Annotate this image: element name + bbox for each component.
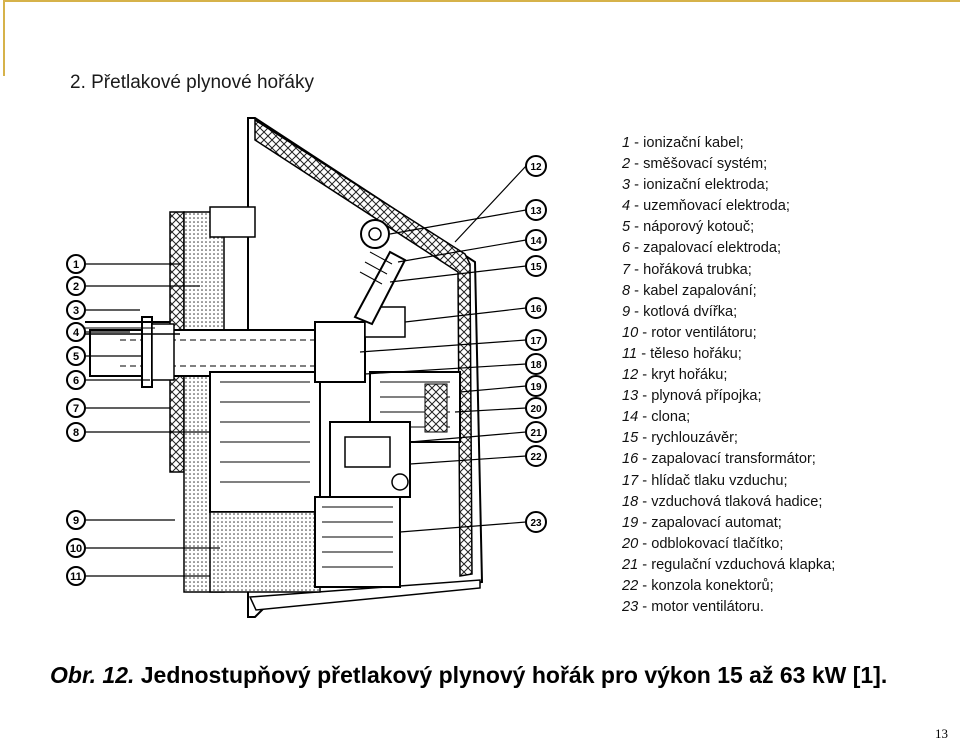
- callouts-left: 1 2 3 4 5 6 7 8 9 10 11: [66, 254, 220, 586]
- legend-item: 6 - zapalovací elektroda;: [622, 240, 782, 257]
- figure-caption-text: Jednostupňový přetlakový plynový hořák p…: [134, 662, 888, 688]
- legend-item: 11 - těleso hořáku;: [622, 345, 742, 362]
- callout-1: 1: [73, 259, 79, 271]
- callout-3: 3: [73, 305, 79, 317]
- legend-item: 16 - zapalovací transformátor;: [622, 451, 816, 468]
- callout-13: 13: [530, 206, 542, 217]
- callout-2: 2: [73, 281, 79, 293]
- legend-item: 15 - rychlouzávěr;: [622, 430, 738, 447]
- callout-12: 12: [530, 162, 542, 173]
- legend-item: 8 - kabel zapalování;: [622, 282, 757, 299]
- callout-4: 4: [73, 327, 80, 339]
- legend-item: 5 - náporový kotouč;: [622, 219, 755, 236]
- figure-number: Obr. 12.: [50, 662, 135, 688]
- callout-21: 21: [530, 428, 542, 439]
- callout-16: 16: [530, 304, 542, 315]
- legend-item: 7 - hořáková trubka;: [622, 261, 752, 278]
- callout-6: 6: [73, 375, 79, 387]
- callouts-right: 12 13 14 15 16 17 18 19 20 21 22 23: [359, 155, 547, 533]
- figure-caption: Obr. 12. Jednostupňový přetlakový plynov…: [50, 662, 887, 689]
- legend-item: 14 - clona;: [622, 409, 691, 426]
- legend-item: 20 - odblokovací tlačítko;: [622, 535, 784, 552]
- callout-17: 17: [530, 336, 542, 347]
- legend-item: 4 - uzemňovací elektroda;: [622, 198, 790, 215]
- legend-item: 13 - plynová přípojka;: [622, 388, 762, 405]
- callout-18: 18: [530, 360, 542, 371]
- legend-item: 23 - motor ventilátoru.: [622, 599, 764, 616]
- legend-item: 18 - vzduchová tlaková hadice;: [622, 493, 823, 510]
- callout-19: 19: [530, 382, 542, 393]
- burner-cross-section: 1 2 3 4 5 6 7 8 9 10 11 12 13 14 15 16 1…: [66, 117, 547, 618]
- callout-14: 14: [530, 236, 542, 247]
- legend-item: 19 - zapalovací automat;: [622, 514, 782, 531]
- slide-heading: 2. Přetlakové plynové hořáky: [70, 72, 314, 93]
- legend-item: 22 - konzola konektorů;: [622, 577, 774, 594]
- legend-item: 17 - hlídač tlaku vzduchu;: [622, 472, 788, 489]
- legend-item: 12 - kryt hořáku;: [622, 367, 728, 384]
- legend-item: 1 - ionizační kabel;: [622, 135, 744, 151]
- legend-item: 2 - směšovací systém;: [622, 156, 768, 173]
- callout-5: 5: [73, 351, 79, 363]
- component-legend: 1 - ionizační kabel; 2 - směšovací systé…: [622, 133, 835, 618]
- legend-item: 21 - regulační vzduchová klapka;: [622, 556, 836, 573]
- callout-10: 10: [70, 543, 82, 555]
- legend-item: 10 - rotor ventilátoru;: [622, 324, 757, 341]
- callout-20: 20: [530, 404, 542, 415]
- corner-accent-horizontal: [3, 0, 960, 2]
- legend-item: 9 - kotlová dvířka;: [622, 303, 738, 320]
- callout-11: 11: [70, 571, 82, 583]
- legend-item: 3 - ionizační elektroda;: [622, 177, 769, 194]
- callout-15: 15: [530, 262, 542, 273]
- callout-23: 23: [530, 518, 542, 529]
- callout-22: 22: [530, 452, 542, 463]
- burner-diagram: 1 2 3 4 5 6 7 8 9 10 11 12 13 14 15 16 1…: [60, 112, 580, 632]
- callout-7: 7: [73, 403, 79, 415]
- corner-accent-vertical: [3, 0, 5, 76]
- callout-8: 8: [73, 427, 79, 439]
- page-number: 13: [935, 726, 948, 741]
- callout-9: 9: [73, 515, 79, 527]
